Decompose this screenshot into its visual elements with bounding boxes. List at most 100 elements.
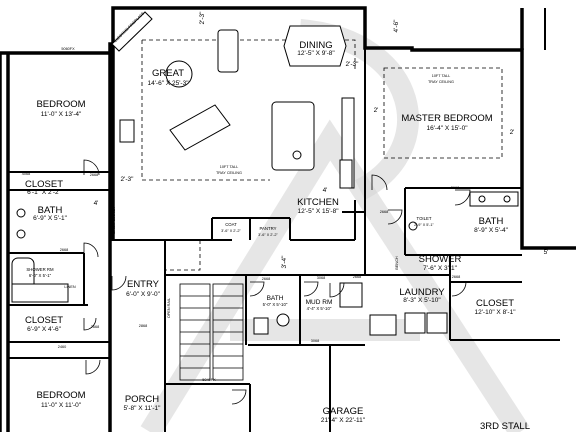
master-toilet-icon	[408, 221, 418, 231]
open-rail-note: OPEN RAIL	[167, 298, 171, 318]
room-shower-rm-name: SHOWER RM	[26, 267, 54, 272]
room-linen-name: LINEN	[64, 285, 75, 289]
door-2668-g: 2668	[380, 210, 388, 214]
room-entry-dim: 6'-0" X 9'-0"	[126, 291, 161, 298]
room-bedroom-2-name: BEDROOM	[36, 390, 85, 401]
stairs	[179, 283, 244, 381]
room-bath-1-name: BATH	[38, 205, 63, 216]
doors	[83, 159, 471, 405]
room-shower-name: SHOWER	[419, 254, 462, 265]
vanity-icon-half	[253, 317, 269, 335]
room-closet-1-dim: 6'-1" X 2'-2"	[27, 189, 62, 196]
room-coat-name: COAT	[225, 222, 237, 227]
room-pantry-name: PANTRY	[259, 226, 276, 231]
linen-closet-note: LINEN CLOSET	[112, 206, 116, 234]
room-dining-name: DINING	[299, 40, 332, 51]
room-entry-name: ENTRY	[127, 279, 160, 290]
sink-icon	[292, 150, 302, 160]
ceiling-lines	[141, 39, 503, 271]
room-closet-2-name: CLOSET	[25, 315, 63, 326]
dim-2-3-great: 2'-3"	[121, 176, 135, 183]
dryer-icon	[426, 312, 448, 334]
door-2668-e: 2668	[451, 186, 459, 190]
window-5040: 5040FX	[202, 378, 216, 382]
room-bedroom-2-dim: 11'-0" X 11'-0"	[41, 402, 82, 409]
dim-window-5060: 5060FX	[61, 47, 75, 51]
room-bedroom-1-dim: 11'-0" X 13'-4"	[41, 111, 82, 118]
room-3rd-stall-name: 3RD STALL	[480, 421, 530, 432]
armchair-icon	[119, 119, 135, 143]
room-master-dim: 16'-4" X 15'-0"	[426, 125, 468, 132]
room-mud-rm-dim: 4'-4" X 5'-10"	[307, 306, 332, 311]
room-bath-master-name: BATH	[479, 216, 504, 227]
room-toilet-name: TOILET	[417, 216, 432, 221]
door-2668-a: 2668	[90, 173, 98, 177]
door-2668-b: 2668	[60, 248, 68, 252]
room-closet-2-dim: 6'-9" X 4'-6"	[27, 326, 62, 333]
door-2668-d: 2668	[262, 277, 270, 281]
room-bath-master-dim: 8'-9" X 5'-4"	[474, 227, 509, 234]
room-toilet-dim: 2'-9" X 5'-1"	[414, 223, 434, 227]
ottoman-icon	[165, 60, 193, 88]
exterior-walls	[0, 6, 576, 432]
door-2668-f: 2668	[452, 275, 460, 279]
door-3068: 3068	[317, 276, 325, 280]
dimension-callouts: 5060FX 2'-3" 2'-3" 2'-3" 4'-6" 2' 2' 4' …	[22, 11, 549, 382]
room-great-name: GREAT	[152, 68, 184, 79]
room-master-name: MASTER BEDROOM	[401, 113, 492, 124]
dim-3-4: 3'-4"	[281, 255, 288, 269]
watermark	[140, 19, 530, 432]
dim-2-3-top: 2'-3"	[199, 11, 206, 25]
room-dining-dim: 12'-5" X 9'-8"	[297, 50, 335, 57]
master-vanity-icon	[469, 191, 519, 207]
laundry-sink-icon	[369, 314, 397, 336]
door-2868: 2868	[139, 324, 147, 328]
room-bath-half-dim: 5'-0" X 5'-10"	[263, 302, 288, 307]
dim-4-6: 4'-6"	[393, 19, 400, 33]
door-2668-h: 2668	[353, 275, 361, 279]
room-laundry-dim: 8'-3" X 5'-10"	[403, 297, 441, 304]
room-closet-1-name: CLOSET	[25, 179, 63, 190]
locker-icon	[339, 282, 363, 308]
interior-walls	[8, 48, 560, 432]
room-mud-rm-name: MUD RM	[306, 299, 333, 306]
sofa-icon	[217, 29, 239, 73]
dim-2-3-dining: 2'-3"	[346, 61, 360, 68]
dim-2-left: 2'	[374, 107, 379, 114]
tray-ceiling-note-1-line2: TRAY CEILING	[216, 171, 242, 175]
master-sink-icon-2	[503, 195, 511, 203]
door-2460: 2460	[58, 345, 66, 349]
room-pantry-dim: 3'-6" X 2'-2"	[258, 233, 278, 237]
dim-2-right: 2'	[510, 129, 515, 136]
master-sink-icon-1	[478, 195, 486, 203]
room-garage-name: GARAGE	[323, 406, 364, 417]
room-garage-dim: 21'-4" X 22'-11"	[321, 417, 366, 424]
dim-4-hall: 4'	[94, 200, 99, 207]
dining-table-icon	[283, 25, 347, 67]
bench-note: BENCH	[395, 256, 399, 270]
toilet-icon	[16, 208, 26, 218]
dim-5: 5'	[544, 249, 549, 256]
range-icon	[339, 159, 353, 189]
fireplace-icon	[111, 11, 153, 52]
room-shower-dim: 7'-6" X 3'-1"	[423, 265, 458, 272]
room-kitchen-name: KITCHEN	[297, 197, 339, 208]
furniture	[11, 11, 519, 336]
tray-ceiling-note-2-line2: TRAY CEILING	[428, 80, 454, 84]
room-great-dim: 14'-6" X 25'-3"	[147, 80, 189, 87]
room-bath-1-dim: 6'-9" X 5'-1"	[33, 215, 68, 222]
kitchen-island-icon	[271, 101, 315, 171]
tray-ceiling-note-2-line1: 10FT TALL	[432, 74, 451, 78]
dim-4-kitchen: 4'	[323, 187, 328, 194]
sectional-sofa-icon	[169, 104, 231, 151]
room-laundry-name: LAUNDRY	[399, 287, 445, 298]
room-labels: BEDROOM 11'-0" X 13'-4" GREAT 14'-6" X 2…	[25, 40, 530, 432]
sink-icon-bath	[16, 229, 26, 239]
room-closet-3-dim: 12'-10" X 8'-1"	[474, 309, 516, 316]
room-porch-dim: 5'-8" X 11'-1"	[124, 405, 162, 412]
room-shower-rm-dim: 6'-0" X 5'-1"	[29, 273, 52, 278]
room-bedroom-1-name: BEDROOM	[36, 99, 85, 110]
toilet-icon-half	[276, 313, 290, 327]
room-closet-3-name: CLOSET	[476, 298, 514, 309]
